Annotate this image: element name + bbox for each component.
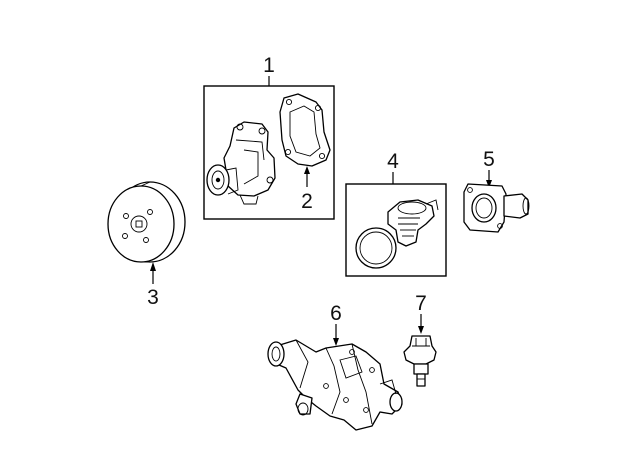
group-5-outlet: 5 (463, 148, 530, 233)
callout-5: 5 (483, 148, 495, 171)
callout-3: 3 (147, 286, 159, 309)
callout-7-arrow (418, 326, 424, 334)
callout-4: 4 (387, 150, 399, 173)
thermostat-icon (355, 199, 439, 269)
group-6-housing: 6 (267, 302, 403, 431)
callout-2: 2 (301, 190, 313, 213)
group-7-sensor: 7 (403, 292, 437, 387)
group-1-water-pump: 1 2 (203, 54, 335, 220)
group-4-thermostat: 4 (345, 150, 447, 277)
callout-1: 1 (263, 54, 275, 77)
callout-3-arrow (150, 262, 156, 271)
callout-4-frame (345, 183, 447, 277)
group-3-pulley: 3 (107, 181, 186, 309)
callout-2-arrow (304, 166, 310, 174)
pump-gasket-icon (279, 93, 331, 167)
callout-1-frame (203, 85, 335, 220)
callout-7: 7 (415, 292, 427, 315)
pump-pulley-icon (107, 181, 186, 263)
temperature-sensor-icon (403, 335, 437, 387)
callout-6: 6 (330, 302, 342, 325)
water-outlet-icon (463, 183, 530, 233)
water-pump-icon (206, 121, 276, 205)
callout-6-arrow (333, 338, 339, 346)
thermostat-housing-icon (267, 339, 403, 431)
callout-5-arrow (486, 180, 492, 188)
